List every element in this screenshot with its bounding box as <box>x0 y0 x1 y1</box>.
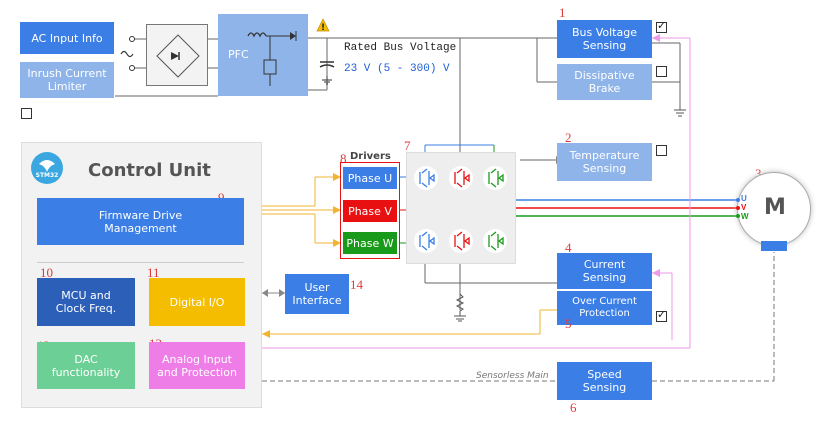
user-interface-block[interactable]: User Interface <box>285 274 349 314</box>
phase-w-label: Phase W <box>346 236 394 250</box>
inrush-current-limiter-block[interactable]: Inrush Current Limiter <box>20 62 114 98</box>
dissipative-brake-checkbox[interactable] <box>656 66 667 77</box>
number-9: 9 <box>218 190 225 206</box>
inrush-current-limiter-label: Inrush Current Limiter <box>27 67 107 93</box>
divider <box>37 262 244 263</box>
bus-capacitor-icon <box>318 46 336 86</box>
number-8: 8 <box>340 151 347 166</box>
dac-functionality-block[interactable]: DAC functionality <box>37 342 135 389</box>
over-current-checkbox[interactable] <box>656 308 667 322</box>
drivers-group <box>340 162 400 259</box>
current-sensing-block[interactable]: Current Sensing <box>557 253 652 289</box>
motor-terminal-v: V <box>741 203 747 212</box>
firmware-drive-management-label: Firmware Drive Management <box>98 208 183 235</box>
analog-input-protection-block[interactable]: Analog Input and Protection <box>149 342 245 389</box>
stm32-logo-icon: STM32 <box>31 152 63 184</box>
digital-io-label: Digital I/O <box>169 295 225 309</box>
shunt-resistor-icon <box>452 294 468 322</box>
bus-voltage-checkbox[interactable] <box>656 19 667 33</box>
phase-w-driver[interactable]: Phase W <box>343 232 397 254</box>
svg-text:!: ! <box>321 23 325 32</box>
analog-input-protection-label: Analog Input and Protection <box>157 352 237 379</box>
over-current-protection-label: Over Current Protection <box>572 296 637 319</box>
dissipative-brake-block[interactable]: Dissipative Brake <box>557 64 652 100</box>
number-10: 10 <box>40 265 53 280</box>
pfc-label: PFC <box>228 48 249 61</box>
mcu-clock-freq-block[interactable]: MCU and Clock Freq. <box>37 278 135 326</box>
over-current-protection-block[interactable]: Over Current Protection <box>557 291 652 325</box>
ground-icon <box>672 106 688 118</box>
control-unit-title: Control Unit <box>88 160 211 181</box>
phase-u-label: Phase U <box>347 171 393 185</box>
phase-v-driver[interactable]: Phase V <box>343 200 397 222</box>
inrush-checkbox[interactable] <box>21 108 32 119</box>
inverter-bridge <box>406 152 516 264</box>
number-2: 2 <box>565 130 572 145</box>
number-6: 6 <box>570 400 577 415</box>
pfc-circuit-icon <box>247 31 297 86</box>
mcu-clock-freq-label: MCU and Clock Freq. <box>55 289 117 315</box>
sensorless-main-label: Sensorless Main <box>476 371 549 381</box>
pfc-block[interactable]: PFC <box>218 14 308 96</box>
temperature-sensing-block[interactable]: Temperature Sensing <box>557 143 652 181</box>
number-14: 14 <box>350 277 363 292</box>
motor-sensor <box>761 241 787 251</box>
digital-io-block[interactable]: Digital I/O <box>149 278 245 326</box>
stm32-logo-text: STM32 <box>35 172 59 179</box>
bus-voltage-sensing-label: Bus Voltage Sensing <box>571 26 637 52</box>
ac-input-info-label: AC Input Info <box>31 31 103 45</box>
dac-functionality-label: DAC functionality <box>51 352 121 379</box>
current-sensing-label: Current Sensing <box>582 258 627 284</box>
firmware-drive-management-block[interactable]: Firmware Drive Management <box>37 198 244 245</box>
rated-bus-voltage-value: 23 V (5 - 300) V <box>344 63 450 75</box>
number-11: 11 <box>147 265 160 280</box>
number-4: 4 <box>565 240 572 255</box>
user-interface-label: User Interface <box>292 281 342 307</box>
rated-bus-voltage-label: Rated Bus Voltage <box>344 42 457 54</box>
speed-sensing-block[interactable]: Speed Sensing <box>557 362 652 400</box>
diode-bridge-icon <box>146 24 208 86</box>
number-1: 1 <box>559 5 566 20</box>
speed-sensing-label: Speed Sensing <box>582 368 627 394</box>
ac-input-info-block[interactable]: AC Input Info <box>20 22 114 54</box>
phase-v-label: Phase V <box>348 204 392 218</box>
number-7: 7 <box>404 138 411 153</box>
motor-icon[interactable]: M <box>737 172 811 246</box>
phase-u-driver[interactable]: Phase U <box>343 167 397 189</box>
motor-terminal-w: W <box>741 212 749 221</box>
motor-terminal-u: U <box>741 194 747 203</box>
dissipative-brake-label: Dissipative Brake <box>574 69 635 95</box>
number-5: 5 <box>565 316 572 331</box>
drivers-title: Drivers <box>350 151 391 162</box>
number-3: 3 <box>755 166 762 181</box>
motor-label: M <box>764 195 786 220</box>
temperature-sensing-label: Temperature Sensing <box>569 149 640 175</box>
temperature-checkbox[interactable] <box>656 145 667 156</box>
warning-icon: ! <box>316 18 330 32</box>
bus-voltage-sensing-block[interactable]: Bus Voltage Sensing <box>557 20 652 58</box>
